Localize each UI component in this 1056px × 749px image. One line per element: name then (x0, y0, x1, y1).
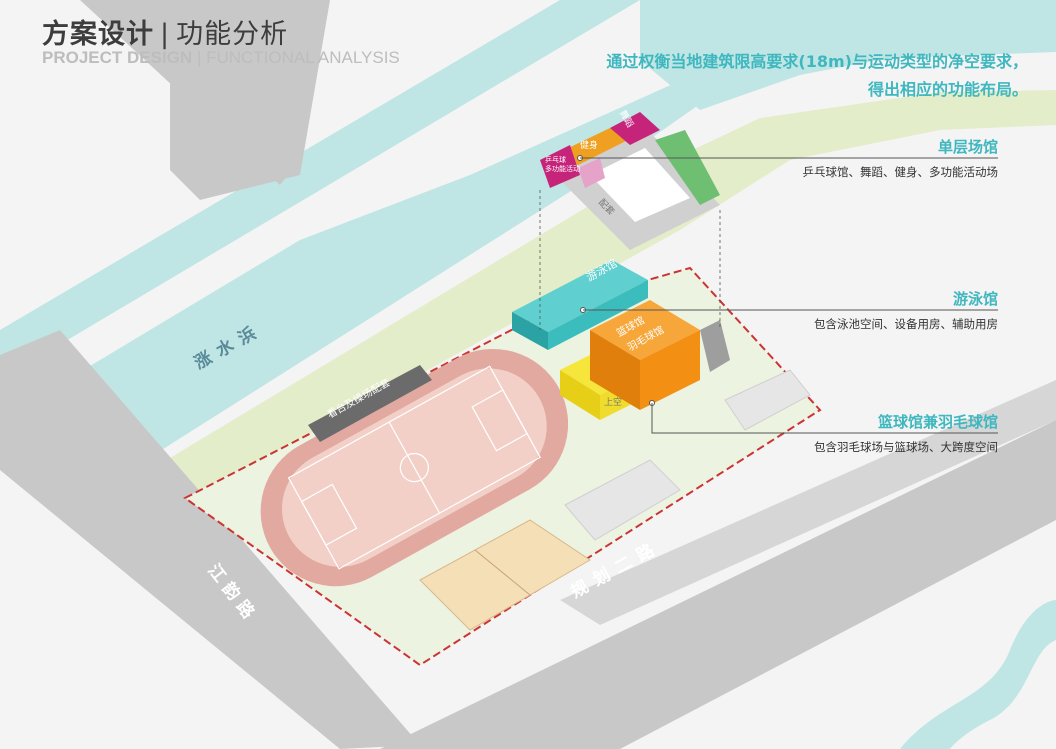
arena-side-front (640, 330, 700, 410)
court-divider (474, 549, 531, 596)
leader-arena (649, 400, 998, 434)
upper-courtyard (590, 148, 690, 222)
subtitle-en: FUNCTIONAL ANALYSIS (206, 48, 400, 67)
subtitle-cn: 功能分析 (176, 19, 289, 50)
pool-roof (512, 260, 648, 332)
penalty-box-left (300, 483, 358, 547)
parking-lot-east (724, 369, 811, 431)
multi-label: 多功能活动 (545, 165, 580, 173)
title-cn: 方案设计 (42, 19, 154, 50)
road-south-edge (560, 380, 1056, 625)
support-block (700, 320, 730, 372)
callout-desc-pool: 包含泳池空间、设备用房、辅助用房 (814, 317, 998, 331)
pool-side-left (512, 312, 548, 350)
parking-lot (564, 459, 681, 541)
title-separator: | (160, 19, 171, 50)
grandstand (308, 365, 432, 442)
page-title: 方案设计|功能分析 (42, 12, 288, 51)
penalty-box-right (471, 389, 528, 452)
road-northwest-wide (170, 0, 330, 200)
multi-block (540, 145, 580, 188)
river-meander (900, 600, 1056, 749)
intro-text: 通过权衡当地建筑限高要求(18m)与运动类型的净空要求， 得出相应的功能布局。 (428, 48, 1028, 104)
leader-single-storey (577, 155, 998, 161)
leader-pool (580, 307, 998, 313)
leader-line-3 (651, 403, 998, 434)
fitness-block (560, 128, 628, 165)
center-circle (399, 452, 429, 483)
callout-title-pool: 游泳馆 (952, 290, 998, 308)
river-west-strip (0, 0, 640, 380)
dance-block (610, 112, 660, 145)
intro-line-2: 得出相应的功能布局。 (867, 80, 1028, 99)
yellow-side (560, 370, 600, 420)
callout-title-arena: 篮球馆兼羽毛球馆 (877, 413, 998, 431)
title-en: PROJECT DESIGN (42, 48, 193, 67)
halfway-line (388, 421, 441, 514)
callout-desc-arena: 包含羽毛球场与篮球场、大跨度空间 (814, 440, 998, 454)
running-track (260, 348, 569, 587)
green-block (655, 130, 720, 205)
callout-title-single-storey: 单层场馆 (937, 138, 998, 156)
arena-side-left (590, 330, 640, 410)
intro-line-1: 通过权衡当地建筑限高要求(18m)与运动类型的净空要求， (606, 52, 1028, 71)
road-south (380, 420, 1056, 749)
title-en-separator: | (196, 48, 202, 67)
river (0, 0, 1056, 470)
pool-side-front (548, 280, 648, 350)
pingpong-label: 乒乓球 (545, 156, 566, 164)
pink-block (578, 158, 605, 188)
callout-desc-single-storey: 乒乓球馆、舞蹈、健身、多功能活动场 (802, 165, 999, 179)
river-north (640, 0, 1056, 110)
road-west (0, 330, 420, 749)
fitness-label: 健身 (580, 141, 599, 151)
page-title-en: PROJECT DESIGN | FUNCTIONAL ANALYSIS (42, 48, 400, 68)
upper-void-label: 上空 (604, 398, 623, 408)
arena-roof (590, 300, 700, 360)
